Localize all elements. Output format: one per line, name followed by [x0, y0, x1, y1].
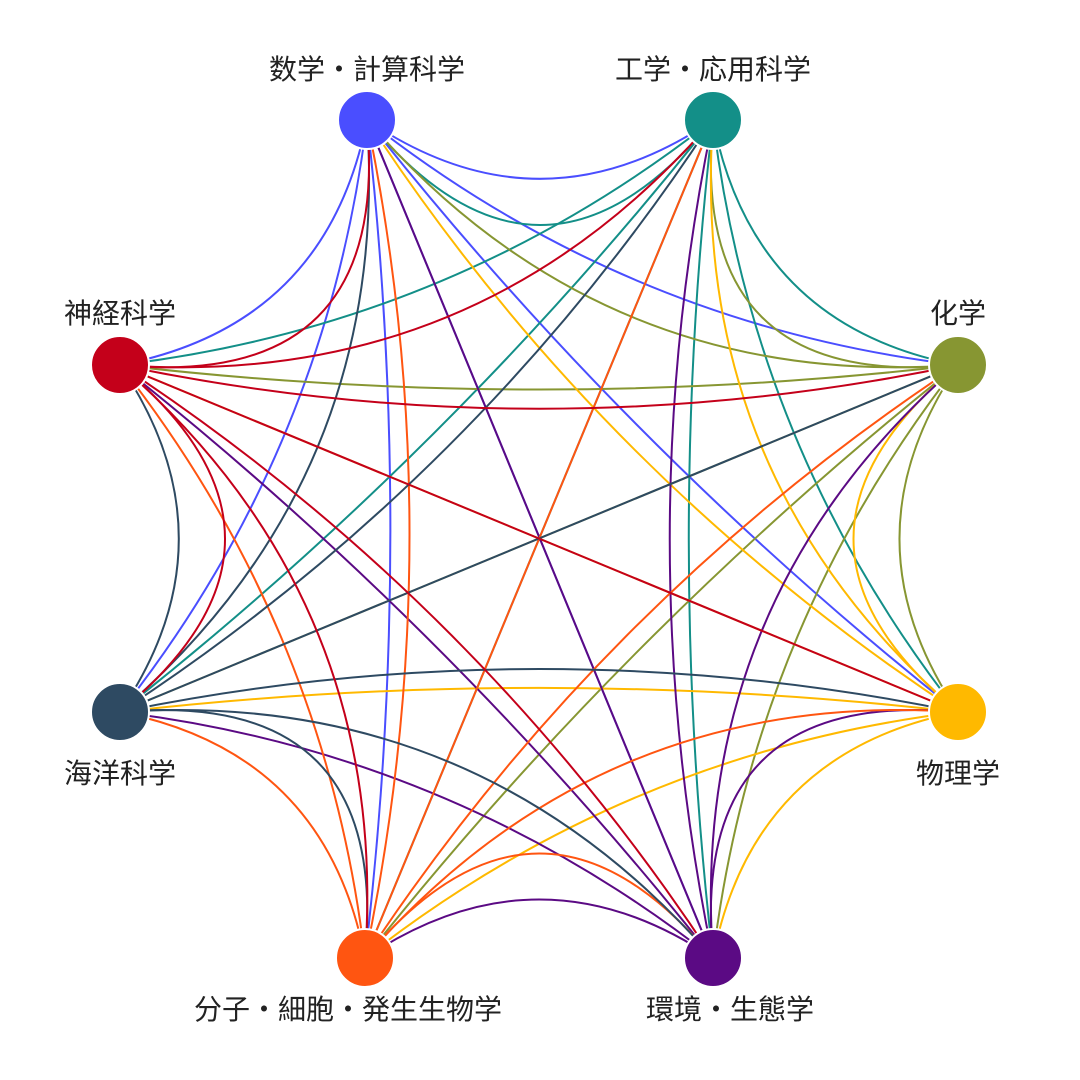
label-chemistry: 化学 [929, 297, 987, 330]
edge-eng-math [366, 119, 714, 226]
node-math [337, 90, 397, 150]
node-phys [928, 682, 988, 742]
edge-neuro-eng [119, 119, 714, 369]
edges [119, 119, 959, 959]
edge-chem-phys [898, 364, 959, 713]
edge-ocean-phys [119, 668, 959, 713]
edge-ocean-env [119, 708, 714, 959]
edge-env-phys [709, 708, 959, 959]
edge-chem-bio [364, 364, 959, 959]
edge-bio-phys [364, 708, 959, 959]
edge-env-bio [364, 898, 714, 959]
edge-phys-env [712, 711, 959, 959]
edge-phys-math [366, 119, 959, 713]
label-environment: 環境・生態学 [645, 993, 815, 1026]
edge-bio-chem [364, 364, 959, 959]
label-ocean: 海洋科学 [63, 757, 177, 790]
edge-bio-ocean [119, 711, 366, 959]
node-chem [928, 335, 988, 395]
label-engineering: 工学・応用科学 [614, 53, 812, 86]
node-bio [335, 928, 395, 988]
edge-phys-chem [852, 364, 959, 713]
edge-phys-ocean [119, 686, 959, 713]
node-ocean [90, 682, 150, 742]
edge-math-bio [364, 119, 392, 959]
label-math: 数学・計算科学 [268, 53, 466, 86]
edge-chem-eng [709, 119, 959, 369]
edge-ocean-eng [119, 119, 714, 713]
edge-math-phys [366, 119, 959, 713]
edge-bio-math [364, 119, 411, 959]
edge-math-eng [366, 119, 714, 180]
edge-neuro-phys [119, 364, 959, 713]
edge-env-neuro [119, 364, 714, 959]
edge-env-eng [668, 119, 714, 959]
node-eng [683, 90, 743, 150]
edge-ocean-neuro [119, 364, 180, 713]
node-neuro [90, 335, 150, 395]
nodes [90, 90, 988, 988]
edge-eng-ocean [119, 119, 714, 713]
edge-neuro-chem [119, 364, 959, 410]
edge-bio-env [364, 852, 714, 959]
edge-eng-chem [712, 119, 959, 366]
edge-ocean-bio [119, 708, 369, 959]
edge-neuro-ocean [119, 364, 226, 713]
node-env [683, 928, 743, 988]
edge-neuro-bio [119, 364, 369, 959]
edge-math-neuro [119, 119, 368, 366]
label-biology: 分子・細胞・発生生物学 [193, 993, 503, 1026]
edge-chem-neuro [119, 364, 959, 391]
edge-eng-env [687, 119, 714, 959]
label-physics: 物理学 [915, 757, 1001, 790]
edge-neuro-env [119, 364, 714, 959]
label-neuro: 神経科学 [63, 297, 177, 330]
